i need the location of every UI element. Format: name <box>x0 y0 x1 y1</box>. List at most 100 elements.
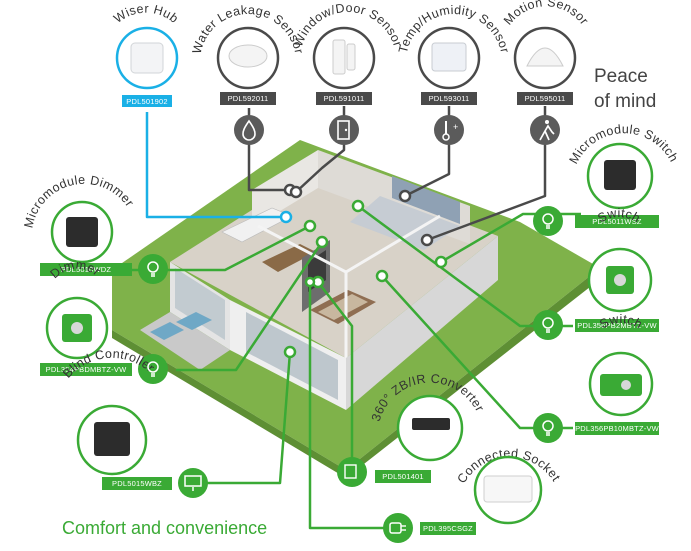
dot-dimmer <box>315 235 329 249</box>
bulb-icon-switch1 <box>542 317 554 333</box>
dot-switch2 <box>375 269 389 283</box>
device-name-switch2: Switch <box>597 312 645 332</box>
code-temp: PDL593011 <box>429 94 470 103</box>
socket-device-icon <box>483 475 533 503</box>
motion-person-icon <box>545 120 549 124</box>
line-zbir <box>317 281 354 458</box>
mmdimmer-code-box <box>40 263 132 276</box>
door-knob <box>344 128 348 132</box>
switch2-bulb-bubble <box>533 413 563 443</box>
device-water-leakage-sensor[interactable]: Water Leakage Sensor PDL592011 <box>190 3 307 145</box>
temp-device-icon <box>431 42 467 72</box>
hub-code-box <box>122 95 172 107</box>
thermometer-bulb <box>442 133 450 141</box>
line-mmswitch <box>440 212 581 264</box>
dot-blind <box>283 345 297 359</box>
temp-code-box <box>421 92 477 105</box>
device-name-hub: Wiser Hub <box>111 2 181 26</box>
device-window-door-sensor[interactable]: Window/Door Sensor PDL591011 <box>291 1 405 145</box>
hub-puck-icon <box>130 42 164 74</box>
dot-door <box>289 185 303 199</box>
zbir-bubble <box>337 457 367 487</box>
dot-mmdimmer <box>303 219 317 233</box>
mmswitch-code-box <box>575 215 659 228</box>
plug-icon <box>389 522 402 534</box>
dimmer-knob <box>71 322 83 334</box>
mmswitch-bulb-bubble <box>533 206 563 236</box>
motion-dome-icon <box>526 47 564 67</box>
thermometer-plus: + <box>453 122 458 132</box>
device-name-motion: Motion Sensor <box>501 0 592 28</box>
dot-mmswitch <box>434 255 448 269</box>
bedroom-wall <box>392 176 460 224</box>
blind-device-icon <box>94 422 130 456</box>
device-motion-sensor[interactable]: Motion Sensor PDL595011 <box>501 0 592 145</box>
bulb-icon-switch2 <box>542 420 554 436</box>
door-magnet-icon <box>346 43 356 71</box>
water-drop-bubble <box>234 115 264 145</box>
code-mmdimmer: PDL5010WDZ <box>61 265 112 274</box>
mmdimmer-bulb-bubble <box>138 254 168 284</box>
dot-hub <box>279 210 293 224</box>
bedroom-floor <box>350 196 460 250</box>
dot-motion <box>420 233 434 247</box>
dot-temp <box>398 189 412 203</box>
leak-code-box <box>220 92 276 105</box>
code-blind: PDL5015WBZ <box>112 479 162 488</box>
device-switch-1[interactable]: Switch PDL356PB2MBTZ-VW <box>533 206 659 340</box>
motion-code-box <box>517 92 573 105</box>
door-bubble <box>329 115 359 145</box>
leak-device-icon <box>228 44 268 68</box>
bulb-icons <box>147 213 554 436</box>
side-wall <box>346 236 498 410</box>
line-hub <box>145 112 286 219</box>
blind-bubble <box>178 468 208 498</box>
code-hub: PDL501902 <box>126 97 167 106</box>
switch1-bulb-bubble <box>533 310 563 340</box>
dot-socket <box>304 276 316 288</box>
switch1-button <box>614 274 626 286</box>
code-socket: PDL395CSGZ <box>423 524 473 533</box>
bulb-icon-dimmer <box>147 361 159 377</box>
code-dimmer: PDL354PBDMBTZ-VW <box>46 365 127 374</box>
front-window <box>175 268 225 340</box>
motion-person-leg <box>544 130 550 141</box>
bulb-icon-mmswitch <box>542 213 554 229</box>
mmswitch-device-icon <box>604 160 636 190</box>
connection-dots <box>279 183 448 359</box>
device-switch-2[interactable]: Switch PDL356PB10MBTZ-VW <box>533 312 660 443</box>
mmdimmer-device-icon <box>66 217 98 247</box>
dimmer-code-box <box>40 363 132 376</box>
device-temp-humidity-sensor[interactable]: Temp/Humidity Sensor PDL593011 + <box>396 3 512 145</box>
door-code-box <box>316 92 372 105</box>
line-socket <box>308 282 397 530</box>
thermometer-bubble <box>434 115 464 145</box>
code-mmswitch: PDL5011WSZ <box>592 217 642 226</box>
zbir-device-icon <box>412 418 450 430</box>
code-leak: PDL592011 <box>228 94 269 103</box>
line-dimmer <box>176 241 324 372</box>
dot-switch1 <box>351 199 365 213</box>
water-drop-icon <box>242 119 256 141</box>
blind-icon <box>184 475 202 487</box>
device-connected-socket[interactable]: Connected Socket PDL395CSGZ <box>383 446 563 543</box>
heading-comfort-convenience: Comfort and convenience <box>62 518 268 538</box>
heading-peace-of-mind: Peace of mind <box>594 66 657 112</box>
line-blind <box>180 351 292 485</box>
dining-table <box>262 244 316 272</box>
internal-wall-2 <box>345 214 441 274</box>
code-door: PDL591011 <box>324 94 365 103</box>
switch2-code-box <box>575 422 659 435</box>
door-sensor-icon <box>332 39 346 75</box>
bulb-icon-mmdimmer <box>147 261 159 277</box>
socket-code-box <box>420 522 476 535</box>
motion-person-body <box>539 124 555 141</box>
patio-chair-2 <box>150 322 184 340</box>
blind-code-box <box>102 477 172 490</box>
remote-hand-icon <box>344 464 357 479</box>
socket-plug-bubble <box>383 513 413 543</box>
device-wiser-hub[interactable]: Wiser Hub PDL501902 <box>111 2 181 107</box>
patio-chair <box>176 312 212 330</box>
code-switch1: PDL356PB2MBTZ-VW <box>577 321 657 330</box>
